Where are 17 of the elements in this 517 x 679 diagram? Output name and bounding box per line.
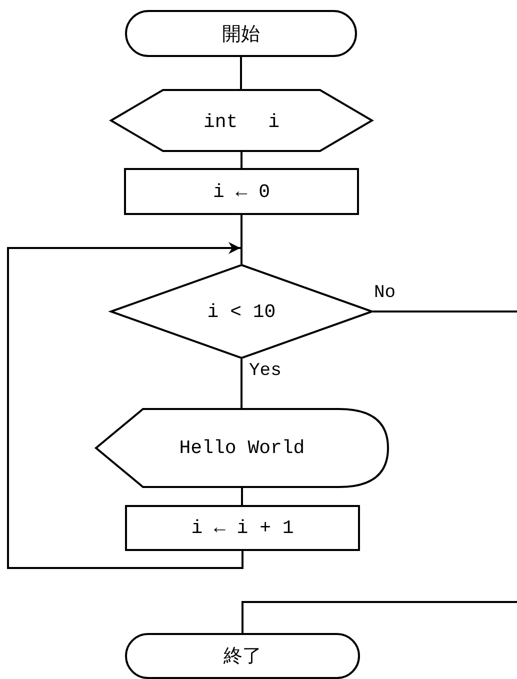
- connector-line: [240, 359, 242, 408]
- connector-line: [240, 215, 242, 264]
- connector-line: [240, 57, 242, 89]
- connector-line: [240, 152, 242, 168]
- arrow: [7, 242, 244, 569]
- edge-label: Yes: [249, 361, 282, 381]
- edge-label: No: [374, 283, 396, 303]
- display-shape: Hello World: [95, 408, 389, 488]
- connector-line: [373, 310, 517, 312]
- terminal-shape: 開始: [125, 10, 357, 57]
- decision-diamond: i < 10: [110, 264, 373, 359]
- terminal-shape: 終了: [125, 633, 360, 679]
- connector-line: [242, 601, 517, 633]
- preparation-hexagon: int i: [110, 89, 373, 152]
- process-box: i ← i + 1: [125, 505, 360, 551]
- process-box: i ← 0: [124, 168, 359, 215]
- connector-line: [241, 488, 243, 505]
